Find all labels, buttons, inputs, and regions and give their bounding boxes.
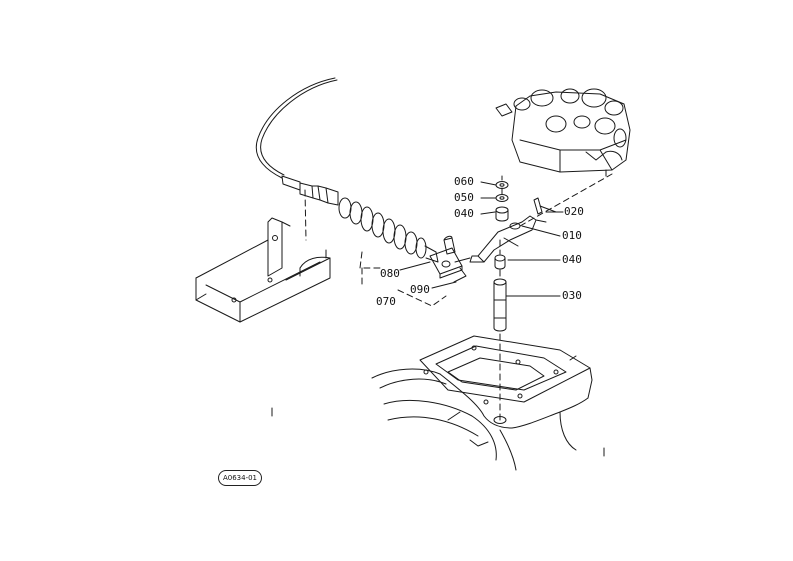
transmission-housing (371, 335, 593, 471)
cable-boot (338, 197, 439, 263)
split-pin (533, 197, 557, 215)
part-label-050: 050 (454, 191, 474, 204)
stray-marks (271, 249, 605, 457)
part-label-030: 030 (562, 289, 582, 302)
control-cable (255, 77, 339, 241)
part-label-060: 060 (454, 175, 474, 188)
part-label-040-upper: 040 (454, 207, 474, 220)
part-label-090: 090 (410, 283, 430, 296)
washer-stack (495, 175, 509, 222)
clevis-group-outline (359, 251, 447, 307)
clevis-assembly (429, 235, 471, 283)
control-valve (495, 88, 631, 181)
part-label-070: 070 (376, 295, 396, 308)
part-label-080: 080 (380, 267, 400, 280)
reference-code-badge: A0634-01 (218, 470, 262, 486)
leader-lines (399, 181, 564, 297)
part-label-020: 020 (564, 205, 584, 218)
control-lever (469, 173, 613, 263)
cable-mounting-bracket (195, 217, 331, 323)
part-label-040-lower: 040 (562, 253, 582, 266)
part-label-010: 010 (562, 229, 582, 242)
pivot-shaft (493, 239, 507, 421)
